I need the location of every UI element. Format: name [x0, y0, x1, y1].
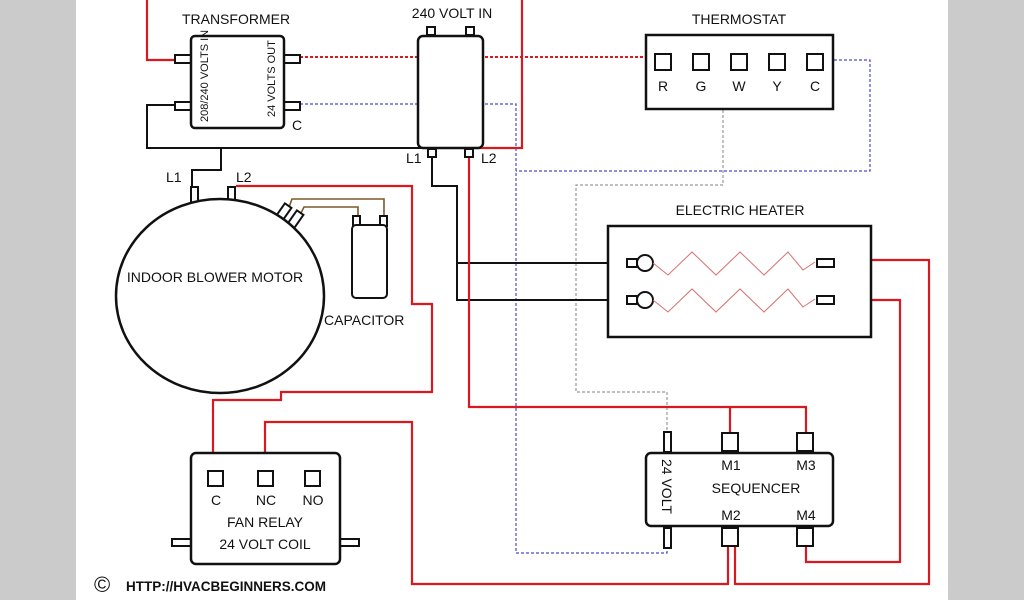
wire-transformer-line-in	[145, 0, 175, 62]
blower-motor-label: INDOOR BLOWER MOTOR	[127, 269, 303, 285]
transformer-label: TRANSFORMER	[182, 11, 290, 27]
motor-l2-label: L2	[236, 169, 252, 185]
power-in-terminal	[465, 26, 475, 36]
power-in-label: 240 VOLT IN	[412, 5, 492, 21]
sequencer-label: SEQUENCER	[712, 480, 801, 496]
wire-m2-heater	[733, 258, 931, 586]
fan-relay-terminal-label: NO	[303, 492, 324, 508]
thermostat-terminal-box	[768, 53, 786, 71]
thermostat-terminal-g: G	[692, 53, 710, 94]
fan-relay-terminal-box	[207, 470, 224, 487]
sequencer-m4-terminal	[796, 527, 814, 547]
fan-relay-terminal-c: C	[207, 470, 224, 508]
transformer-input-label: 208/240 VOLTS IN	[199, 30, 211, 122]
thermostat-terminal-c: C	[806, 53, 824, 94]
transformer-terminal	[283, 54, 301, 64]
heater-coil	[652, 288, 816, 313]
fan-relay-label: FAN RELAY	[227, 514, 304, 530]
sequencer-m4-label: M4	[796, 507, 816, 523]
capacitor-label: CAPACITOR	[324, 312, 404, 328]
fan-relay-terminal-label: C	[211, 492, 221, 508]
wire-m4-heater	[804, 298, 902, 564]
capacitor-body	[351, 224, 388, 299]
sequencer-m2-terminal	[721, 527, 739, 547]
wire-l1-heater	[431, 158, 627, 264]
sequencer-m3-label: M3	[796, 457, 816, 473]
fan-relay-box	[189, 451, 342, 566]
wire-motor-l1	[191, 148, 222, 188]
thermostat-terminal-label: C	[810, 78, 820, 94]
sequencer-m3-terminal	[796, 432, 814, 452]
transformer-common-label: C	[292, 117, 302, 133]
heater-terminal	[816, 258, 835, 268]
heater-element-1	[626, 251, 835, 276]
sequencer-m2-label: M2	[721, 507, 741, 523]
fan-relay-coil-terminal	[171, 538, 192, 547]
heater-terminal	[626, 295, 638, 305]
wire-l1-heater-2	[456, 263, 627, 301]
thermostat-terminal-box	[654, 53, 672, 71]
transformer-output-label: 24 VOLTS OUT	[266, 40, 278, 117]
fan-relay-coil-label: 24 VOLT COIL	[219, 536, 311, 552]
thermostat-terminal-label: Y	[772, 78, 782, 94]
thermostat-label: THERMOSTAT	[692, 11, 787, 27]
fan-relay-terminal-box	[304, 470, 321, 487]
transformer-terminal	[283, 101, 301, 111]
sequencer-coil-terminal	[663, 527, 672, 549]
transformer-terminal	[174, 54, 192, 64]
fan-relay-coil-terminal	[339, 538, 360, 547]
fan-relay-terminal-label: NC	[256, 492, 276, 508]
thermostat-terminal-label: W	[732, 78, 746, 94]
thermostat-terminal-label: G	[696, 78, 707, 94]
wire-240-l2-supply	[478, 0, 524, 150]
fan-relay-terminal-box	[257, 470, 274, 487]
diagram-canvas: TRANSFORMER 208/240 VOLTS IN 24 VOLTS OU…	[76, 0, 948, 600]
wire-thermostat-c	[516, 59, 871, 172]
transformer-terminal	[174, 101, 192, 111]
wire-capacitor-2	[298, 206, 359, 218]
heater-terminal-ring	[636, 254, 654, 272]
thermostat-terminal-label: R	[658, 78, 668, 94]
fan-relay-terminal-nc: NC	[256, 470, 276, 508]
thermostat-box	[644, 33, 835, 111]
copyright-link[interactable]: HTTP://HVACBEGINNERS.COM	[126, 579, 326, 594]
heater-terminal-ring	[636, 291, 654, 309]
power-in-l1-terminal	[427, 148, 437, 158]
wire-capacitor-1	[287, 198, 385, 218]
heater-coil	[652, 251, 816, 276]
sequencer-m1-label: M1	[721, 457, 741, 473]
heater-box	[606, 224, 873, 339]
power-in-box	[416, 34, 485, 150]
copyright-icon: ©	[94, 572, 110, 597]
power-in-l2-terminal	[464, 148, 474, 158]
sequencer-coil-terminal	[663, 431, 672, 453]
heater-label: ELECTRIC HEATER	[676, 202, 805, 218]
wire-l2-sequencer	[467, 158, 808, 432]
heater-terminal	[816, 295, 835, 305]
transformer-box	[189, 34, 286, 130]
thermostat-terminal-r: R	[654, 53, 672, 94]
wiring-diagram: TRANSFORMER 208/240 VOLTS IN 24 VOLTS OU…	[94, 0, 931, 597]
thermostat-terminal-box	[806, 53, 824, 71]
wire-motor-l2-relay	[211, 184, 434, 470]
thermostat-terminal-y: Y	[768, 53, 786, 94]
power-in-l1-label: L1	[406, 150, 422, 166]
power-in-terminal	[426, 26, 436, 36]
thermostat-terminal-box	[692, 53, 710, 71]
motor-l1-label: L1	[166, 169, 182, 185]
fan-relay-terminal-no: NO	[303, 470, 324, 508]
thermostat-terminal-box	[730, 53, 748, 71]
blower-motor-circle	[114, 197, 326, 395]
wire-thermostat-w	[575, 60, 724, 430]
sequencer-coil-label: 24 VOLT	[659, 459, 675, 514]
sequencer-box	[644, 451, 835, 528]
wire-relay-nc-m2	[263, 420, 730, 586]
heater-element-2	[626, 288, 835, 313]
sequencer-m1-terminal	[721, 432, 739, 452]
wire-transformer-common	[146, 104, 428, 149]
power-in-l2-label: L2	[481, 150, 497, 166]
thermostat-terminal-w: W	[730, 53, 748, 94]
heater-terminal	[626, 258, 638, 268]
